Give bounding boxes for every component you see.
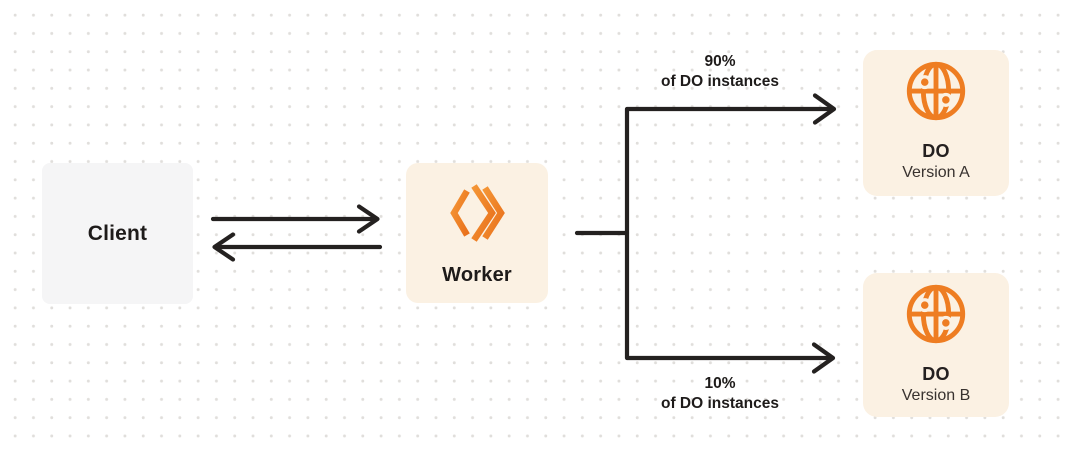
worker-to-client-arrowhead [212,232,236,262]
do-version-a-title: DO [922,141,950,161]
client-node: Client [42,163,193,304]
cloudflare-workers-icon [450,184,505,242]
client-label: Client [87,221,148,245]
split-top-arrowhead [812,93,837,125]
split-bottom-arrowhead [811,342,836,374]
split-top-caption: of DO instances [661,73,779,90]
split-bottom-label: 10% of DO instances [620,374,820,414]
split-top-label: 90% of DO instances [620,52,820,92]
split-branch-line [624,106,834,361]
durable-object-globe-icon [906,284,966,344]
do-version-b-subtitle: Version B [901,387,971,404]
durable-object-globe-icon [906,61,966,121]
split-bottom-percent: 10% [704,375,736,392]
do-version-a-node: DO Version A [863,50,1009,196]
worker-label: Worker [442,264,512,286]
client-to-worker-arrowhead [356,204,380,234]
split-top-percent: 90% [704,53,736,70]
do-version-b-title: DO [922,364,950,384]
do-version-a-subtitle: Version A [902,164,970,181]
do-version-b-node: DO Version B [863,273,1009,417]
worker-node: Worker [406,163,548,303]
split-bottom-caption: of DO instances [661,395,779,412]
